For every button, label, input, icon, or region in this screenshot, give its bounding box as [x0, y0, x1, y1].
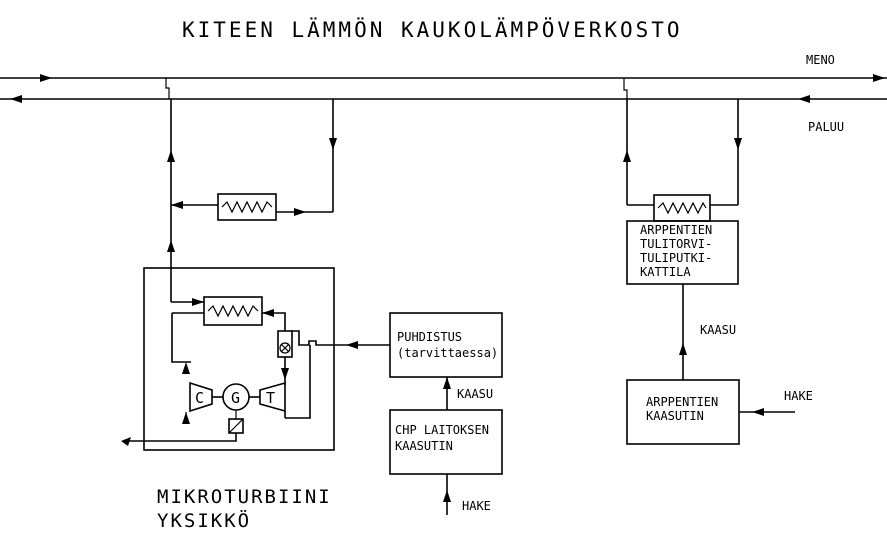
generator-label: G — [231, 389, 240, 407]
fuel-gas-line — [292, 330, 390, 346]
boiler-label-1: ARPPENTIEN — [640, 223, 712, 237]
generator: G — [222, 383, 250, 411]
chp-gas-label: KAASU — [457, 387, 493, 401]
compressor-label: C — [195, 389, 204, 407]
micro-turbine-label-2: YKSIKKÖ — [157, 509, 251, 532]
arppentien-chips-label: HAKE — [784, 389, 813, 403]
turbine: T — [259, 381, 286, 413]
turbine-label: T — [266, 389, 275, 407]
right-crossover — [623, 78, 628, 99]
supply-label: MENO — [806, 53, 835, 67]
right-heat-exchanger — [653, 194, 711, 222]
boiler-label-4: KATTILA — [640, 265, 691, 279]
diagram-title: KITEEN LÄMMÖN KAUKOLÄMPÖVERKOSTO — [182, 17, 683, 42]
boiler-label-3: TULIPUTKI- — [640, 251, 712, 265]
main-return-line — [0, 95, 887, 103]
purification-box — [389, 312, 503, 378]
recuperator-loop-left — [171, 313, 191, 363]
left-heat-exchanger — [217, 193, 277, 221]
chp-chips-label: HAKE — [462, 499, 491, 513]
arppentien-gas-label: KAASU — [700, 323, 736, 337]
combustor — [277, 330, 293, 358]
electric-output-line — [128, 433, 237, 442]
main-supply-line — [0, 74, 887, 82]
purification-label-2: (tarvittaessa) — [397, 346, 498, 360]
right-heat-exchanger-branch — [623, 99, 742, 206]
left-crossover — [165, 78, 170, 99]
turbine-exhaust — [285, 345, 311, 419]
chp-gasifier-box — [389, 409, 503, 475]
arppentien-gasifier-label-2: KAASUTIN — [646, 409, 704, 423]
left-heat-exchanger-branch — [167, 99, 337, 302]
return-label: PALUU — [808, 120, 844, 134]
micro-turbine-label-1: MIKROTURBIINI — [157, 486, 332, 508]
recuperator — [203, 296, 263, 326]
power-electronics — [228, 410, 244, 434]
boiler-label-2: TULITORVI- — [640, 237, 712, 251]
compressor: C — [189, 381, 213, 413]
chp-gasifier-label-1: CHP LAITOKSEN — [395, 423, 489, 437]
arppentien-gasifier-label-1: ARPPENTIEN — [646, 395, 718, 409]
purification-label-1: PUHDISTUS — [397, 330, 462, 344]
chp-gasifier-label-2: KAASUTIN — [395, 439, 453, 453]
micro-turbine-unit-box — [143, 267, 335, 451]
